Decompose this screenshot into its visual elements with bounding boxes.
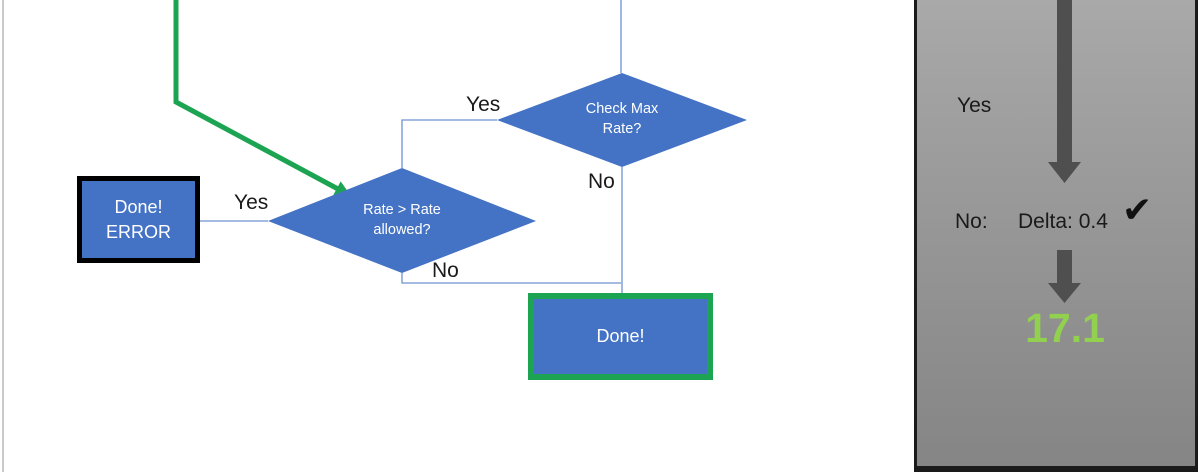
label-rate-no: No [432,259,459,282]
done-box-label: Done! [596,326,645,346]
decision-check-max-line2: Rate? [602,121,642,137]
label-check-max-yes: Yes [466,93,501,116]
down-arrow-bottom-icon [1048,250,1081,303]
down-arrow-top-icon [1048,0,1081,183]
connector-rate-no [401,273,621,284]
decision-rate-line1: Rate > Rate [363,202,441,218]
done-box: Done! [528,293,713,380]
decision-rate-allowed-label: Rate > Rate allowed? [322,200,482,240]
connector-check-max-yes [401,119,497,168]
done-error-line2: ERROR [105,221,171,242]
slide-left-edge [2,0,4,472]
side-panel-arrows [1048,0,1081,303]
done-error-line1: Done! [114,196,163,217]
decision-rate-line2: allowed? [373,222,431,238]
panel-delta-value: Delta: 0.4 [1018,210,1108,233]
label-rate-yes: Yes [234,191,269,214]
check-icon: ✔ [1122,189,1153,230]
green-flow-line [173,0,340,192]
side-panel: Yes No: Delta: 0.4 ✔ 17.1 [914,0,1198,472]
decision-check-max-rate-shape [497,73,747,167]
decision-check-max-line1: Check Max [585,101,659,117]
panel-no-label: No: [955,210,988,233]
panel-yes-label: Yes [957,94,992,117]
label-check-max-no: No [588,170,615,193]
done-error-box: Done! ERROR [77,176,200,263]
decision-rate-allowed-shape [268,168,536,273]
panel-result-value: 17.1 [1025,305,1105,351]
decision-check-max-rate-label: Check Max Rate? [542,99,702,139]
